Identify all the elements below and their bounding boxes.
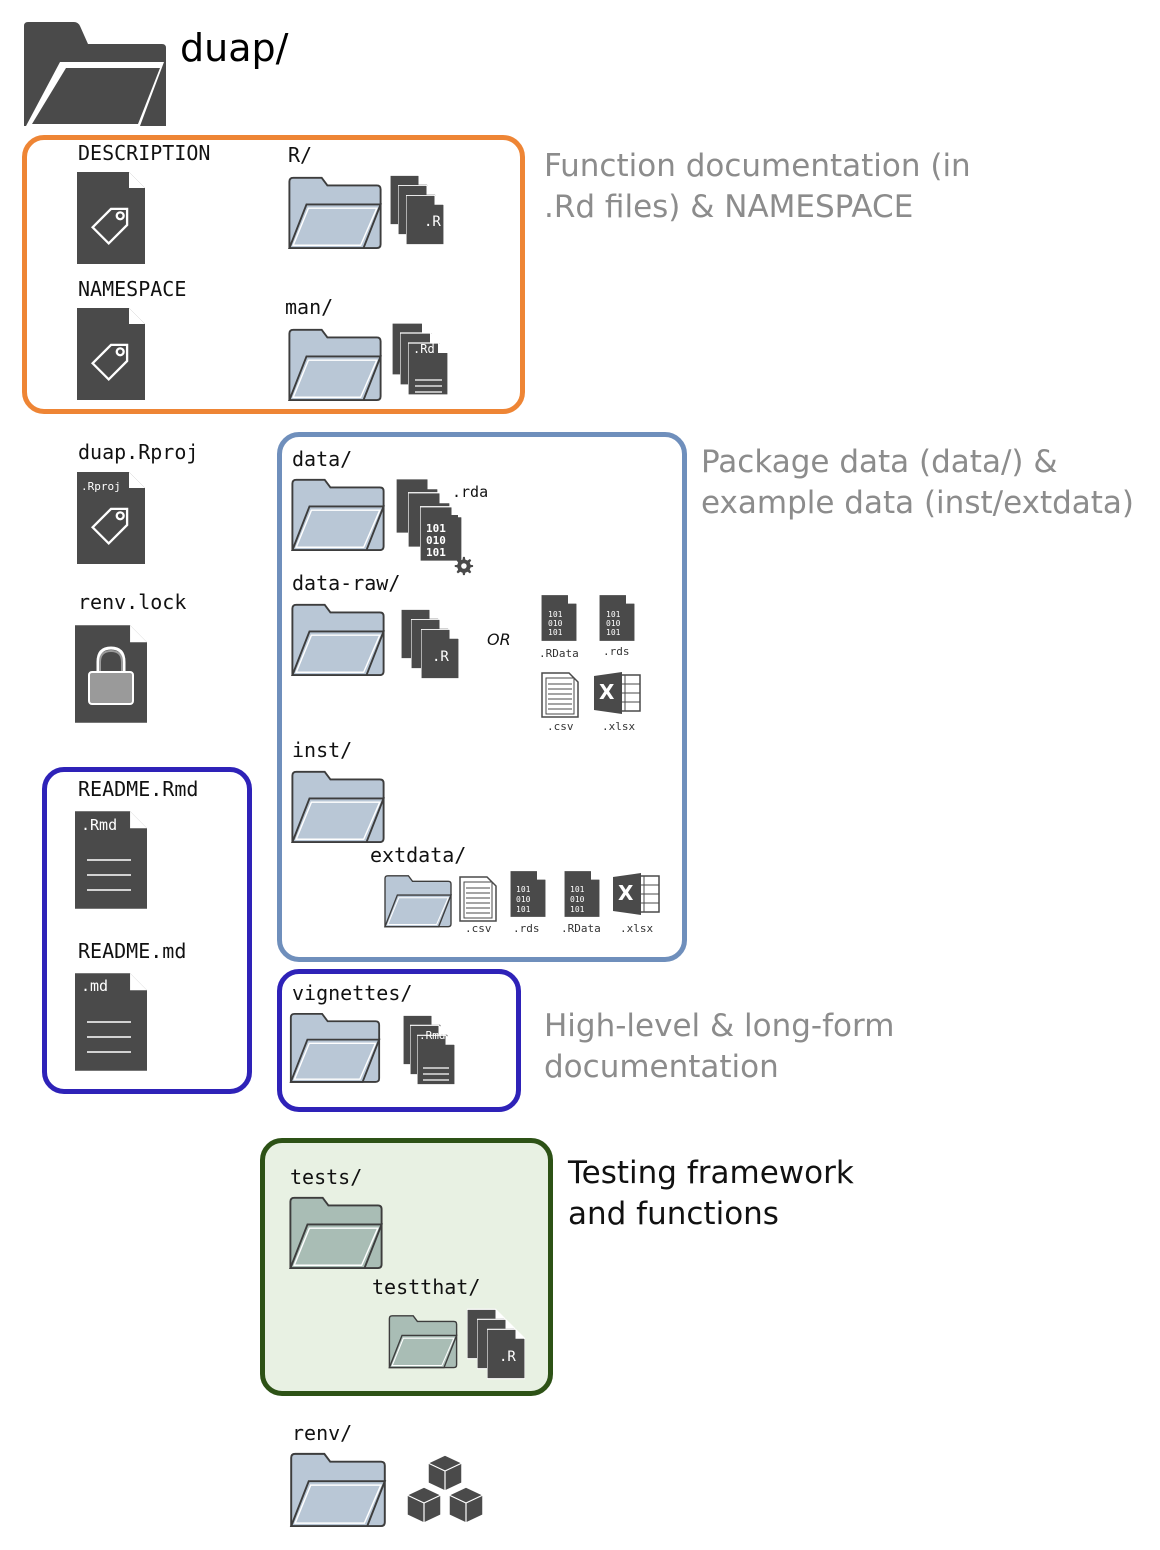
extdata-rds-binary-3: 101 <box>516 905 531 914</box>
rdata-binary-2: 010 <box>548 619 563 628</box>
data-raw-r-badge: .R <box>432 649 449 665</box>
rmd-files-stack-icon <box>403 1014 455 1086</box>
extdata-rds-binary-1: 101 <box>516 885 531 894</box>
vignettes-group-label: High-level & long-form documentation <box>544 1008 895 1085</box>
testthat-folder-icon <box>388 1315 458 1369</box>
extdata-xlsx-file-icon <box>613 873 660 915</box>
rd-files-stack-icon <box>392 322 448 396</box>
data-raw-r-files-stack-icon <box>401 609 459 679</box>
data-folder-icon <box>291 478 385 552</box>
csv-file-icon <box>541 672 579 718</box>
readme-md-file-icon <box>75 973 147 1071</box>
rproj-file-badge: .Rproj <box>81 480 121 493</box>
or-label: OR <box>487 630 511 649</box>
root-folder-name: duap/ <box>180 26 289 70</box>
rda-binary-line3: 101 <box>426 546 446 559</box>
extdata-rds-binary-2: 010 <box>516 895 531 904</box>
rd-file-badge: .Rd <box>413 342 435 356</box>
vignettes-folder-name: vignettes/ <box>292 981 413 1005</box>
data-raw-folder-icon <box>291 603 385 677</box>
rds-binary-1: 101 <box>606 610 621 619</box>
tests-group-label: Testing framework and functions <box>568 1155 854 1232</box>
extdata-csv-file-icon <box>459 876 497 922</box>
renv-folder-name: renv/ <box>292 1421 353 1445</box>
data-folder-name: data/ <box>292 447 353 471</box>
testthat-r-badge: .R <box>499 1349 516 1365</box>
documentation-group-label: Function documentation (in .Rd files) & … <box>544 148 971 225</box>
xlsx-file-label: .xlsx <box>602 720 636 733</box>
r-folder-name: R/ <box>288 143 313 167</box>
readme-rmd-file-name: README.Rmd <box>78 777 199 801</box>
extdata-rdata-binary-3: 101 <box>570 905 585 914</box>
extdata-rdata-binary-2: 010 <box>570 895 585 904</box>
data-group-label: Package data (data/) & example data (ins… <box>701 444 1135 521</box>
tag-icon <box>91 343 129 381</box>
rda-binary-line2: 010 <box>426 534 446 547</box>
rds-binary-2: 010 <box>606 619 621 628</box>
renv-folder-icon <box>290 1452 386 1528</box>
extdata-rdata-label: .RData <box>561 922 601 935</box>
rproj-file-name: duap.Rproj <box>78 440 199 464</box>
extdata-xlsx-letter: X <box>618 881 634 905</box>
testthat-r-files-stack-icon <box>467 1308 525 1380</box>
readme-rmd-file-icon <box>75 811 147 909</box>
r-folder-icon <box>288 176 382 250</box>
package-cubes-icon <box>406 1454 484 1524</box>
rda-binary-line1: 101 <box>426 522 446 535</box>
readme-group-box <box>42 767 252 1094</box>
rds-file-label: .rds <box>603 645 630 658</box>
rdata-binary-1: 101 <box>548 610 563 619</box>
vignettes-group-box <box>277 969 521 1112</box>
renv-lock-file-name: renv.lock <box>78 590 187 614</box>
tag-icon <box>91 507 129 545</box>
rds-binary-3: 101 <box>606 628 621 637</box>
rdata-file-label: .RData <box>539 647 579 660</box>
xlsx-file-icon <box>594 672 641 714</box>
rdata-binary-3: 101 <box>548 628 563 637</box>
tests-folder-icon <box>289 1196 383 1270</box>
tests-folder-name: tests/ <box>290 1165 363 1189</box>
inst-folder-icon <box>291 770 385 844</box>
readme-rmd-file-badge: .Rmd <box>81 816 118 834</box>
csv-file-label: .csv <box>547 720 574 733</box>
extdata-xlsx-label: .xlsx <box>620 922 654 935</box>
readme-md-file-name: README.md <box>78 939 187 963</box>
r-file-badge: .R <box>424 214 441 230</box>
vignettes-folder-icon <box>289 1012 381 1083</box>
extdata-csv-label: .csv <box>465 922 492 935</box>
man-folder-icon <box>288 328 382 402</box>
readme-md-file-badge: .md <box>81 977 109 995</box>
rmd-file-badge: .Rmd <box>419 1029 446 1042</box>
rda-file-badge: .rda <box>452 483 489 501</box>
description-file-name: DESCRIPTION <box>78 141 211 165</box>
testthat-folder-name: testthat/ <box>372 1275 481 1299</box>
root-folder-icon <box>24 22 166 126</box>
namespace-file-name: NAMESPACE <box>78 277 187 301</box>
inst-folder-name: inst/ <box>292 738 353 762</box>
extdata-rds-label: .rds <box>513 922 540 935</box>
tag-icon <box>91 207 129 245</box>
xlsx-letter: X <box>599 680 615 704</box>
extdata-rdata-binary-1: 101 <box>570 885 585 894</box>
lock-icon <box>88 646 134 705</box>
documentation-group-box <box>22 135 525 414</box>
extdata-folder-name: extdata/ <box>370 843 467 867</box>
r-files-stack-icon <box>390 175 444 245</box>
data-group-box <box>277 432 687 962</box>
extdata-folder-icon <box>384 875 452 928</box>
data-raw-folder-name: data-raw/ <box>292 571 401 595</box>
man-folder-name: man/ <box>285 295 334 319</box>
rda-files-stack-icon <box>396 478 474 576</box>
